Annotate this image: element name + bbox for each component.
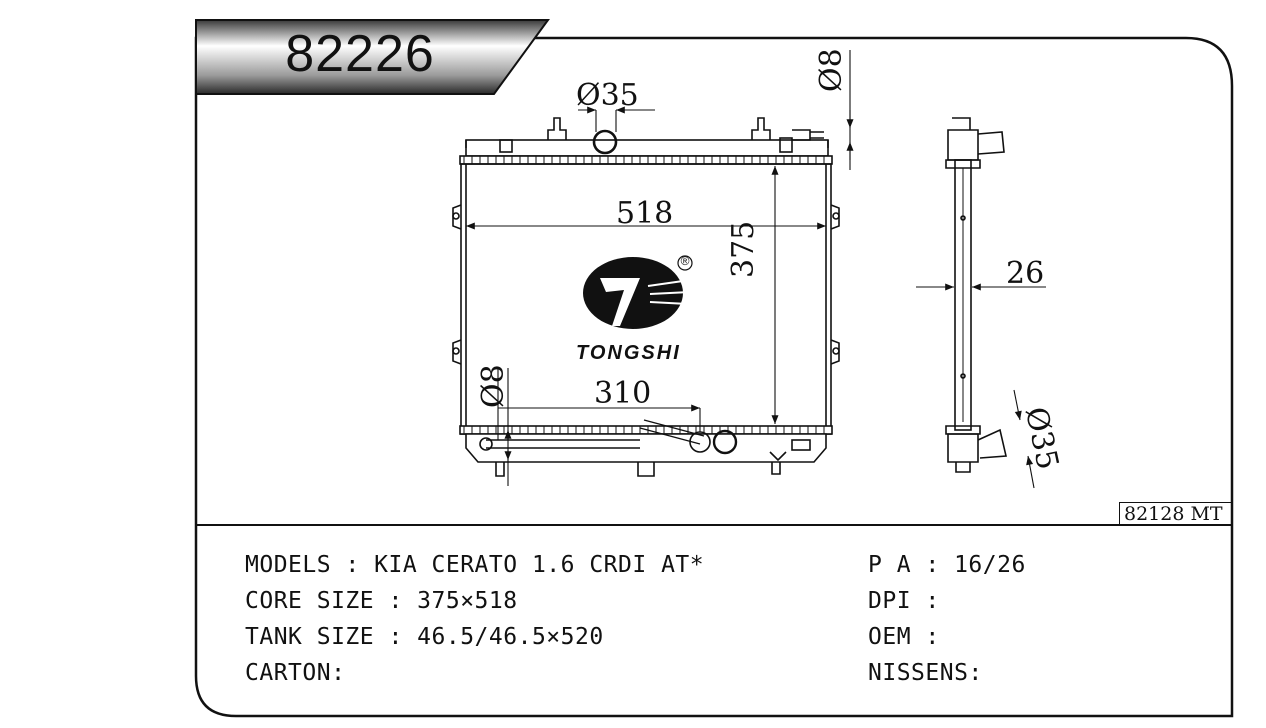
reference-code: 82128 MT: [1119, 502, 1232, 525]
brand-name: TONGSHI: [576, 342, 681, 364]
dimension-lines: [466, 50, 1046, 489]
part-number-tab: [195, 19, 550, 95]
dim-height-375: 375: [726, 220, 761, 278]
spec-dpi: DPI :: [868, 588, 940, 614]
spec-tank-size: TANK SIZE : 46.5/46.5×520: [245, 624, 604, 650]
spec-core-size: CORE SIZE : 375×518: [245, 588, 518, 614]
dim-top-fitting-diameter: Ø8: [814, 48, 849, 92]
spec-nissens: NISSENS:: [868, 660, 983, 686]
dim-thickness-26: 26: [1006, 256, 1045, 291]
radiator-front-view: [452, 117, 840, 477]
sheet-border: [194, 36, 1234, 718]
dim-top-pipe-diameter: Ø35: [576, 78, 639, 113]
brand-logo: [583, 255, 693, 329]
spec-models: MODELS : KIA CERATO 1.6 CRDI AT*: [245, 552, 705, 578]
dim-width-518: 518: [616, 196, 674, 231]
spec-oem: OEM :: [868, 624, 940, 650]
spec-pa: P A : 16/26: [868, 552, 1026, 578]
dim-pipe-offset-310: 310: [594, 376, 652, 411]
spec-carton: CARTON:: [245, 660, 346, 686]
part-number: 82226: [285, 25, 435, 83]
radiator-side-view: [945, 117, 1007, 473]
registered-mark: ®: [680, 254, 690, 268]
dim-bottom-fitting-diameter: Ø8: [476, 364, 511, 408]
